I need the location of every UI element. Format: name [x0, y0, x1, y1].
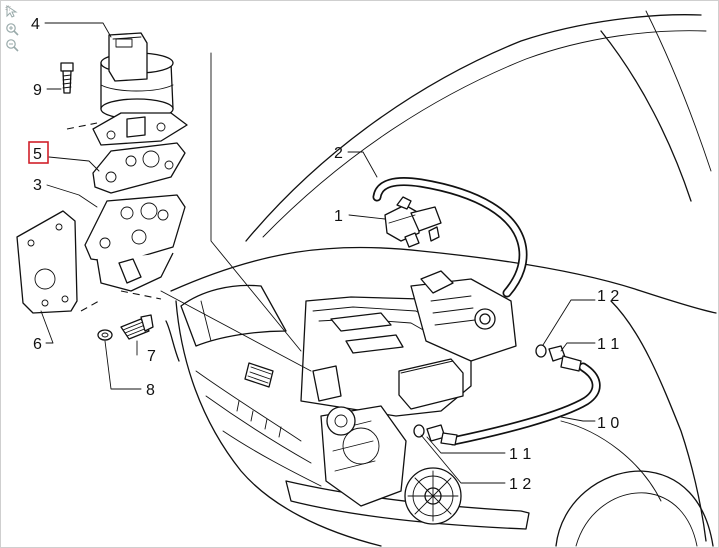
callout-11-upper[interactable]: 1 1 — [597, 336, 619, 353]
callout-12-upper[interactable]: 1 2 — [597, 288, 619, 305]
part-7-bolt — [120, 314, 154, 340]
callout-12-lower[interactable]: 1 2 — [509, 476, 531, 493]
callout-labels: 4 9 5 3 6 7 8 2 1 1 2 1 1 1 0 1 1 1 2 — [28, 16, 619, 493]
part-9-bolt — [60, 62, 74, 94]
selected-callout-highlight — [28, 141, 49, 164]
cursor-icon[interactable] — [5, 5, 21, 19]
engine-assembly-drawing — [300, 270, 517, 525]
callout-8[interactable]: 8 — [146, 382, 155, 399]
callout-7[interactable]: 7 — [147, 348, 156, 365]
leader-lines — [40, 22, 596, 484]
callout-9[interactable]: 9 — [33, 82, 42, 99]
part-6-gasket-plate — [16, 210, 78, 314]
callout-3[interactable]: 3 — [33, 177, 42, 194]
part-10-pipe — [413, 344, 601, 446]
zoom-in-icon[interactable] — [5, 22, 21, 36]
callout-1[interactable]: 1 — [334, 208, 343, 225]
callout-6[interactable]: 6 — [33, 336, 42, 353]
part-2-hose — [372, 177, 528, 298]
part-4-egr-valve — [92, 32, 188, 146]
car-body-drawing — [165, 10, 717, 547]
zoom-out-icon[interactable] — [5, 38, 21, 52]
callout-5[interactable]: 5 — [33, 146, 42, 163]
part-3-adapter — [84, 194, 186, 292]
callout-2[interactable]: 2 — [334, 145, 343, 162]
part-1-solenoid-valve — [384, 196, 442, 248]
callout-4[interactable]: 4 — [31, 16, 40, 33]
callout-11-lower[interactable]: 1 1 — [509, 446, 531, 463]
part-5-gasket — [92, 142, 186, 194]
part-8-washer — [97, 329, 113, 341]
callout-10[interactable]: 1 0 — [597, 415, 619, 432]
